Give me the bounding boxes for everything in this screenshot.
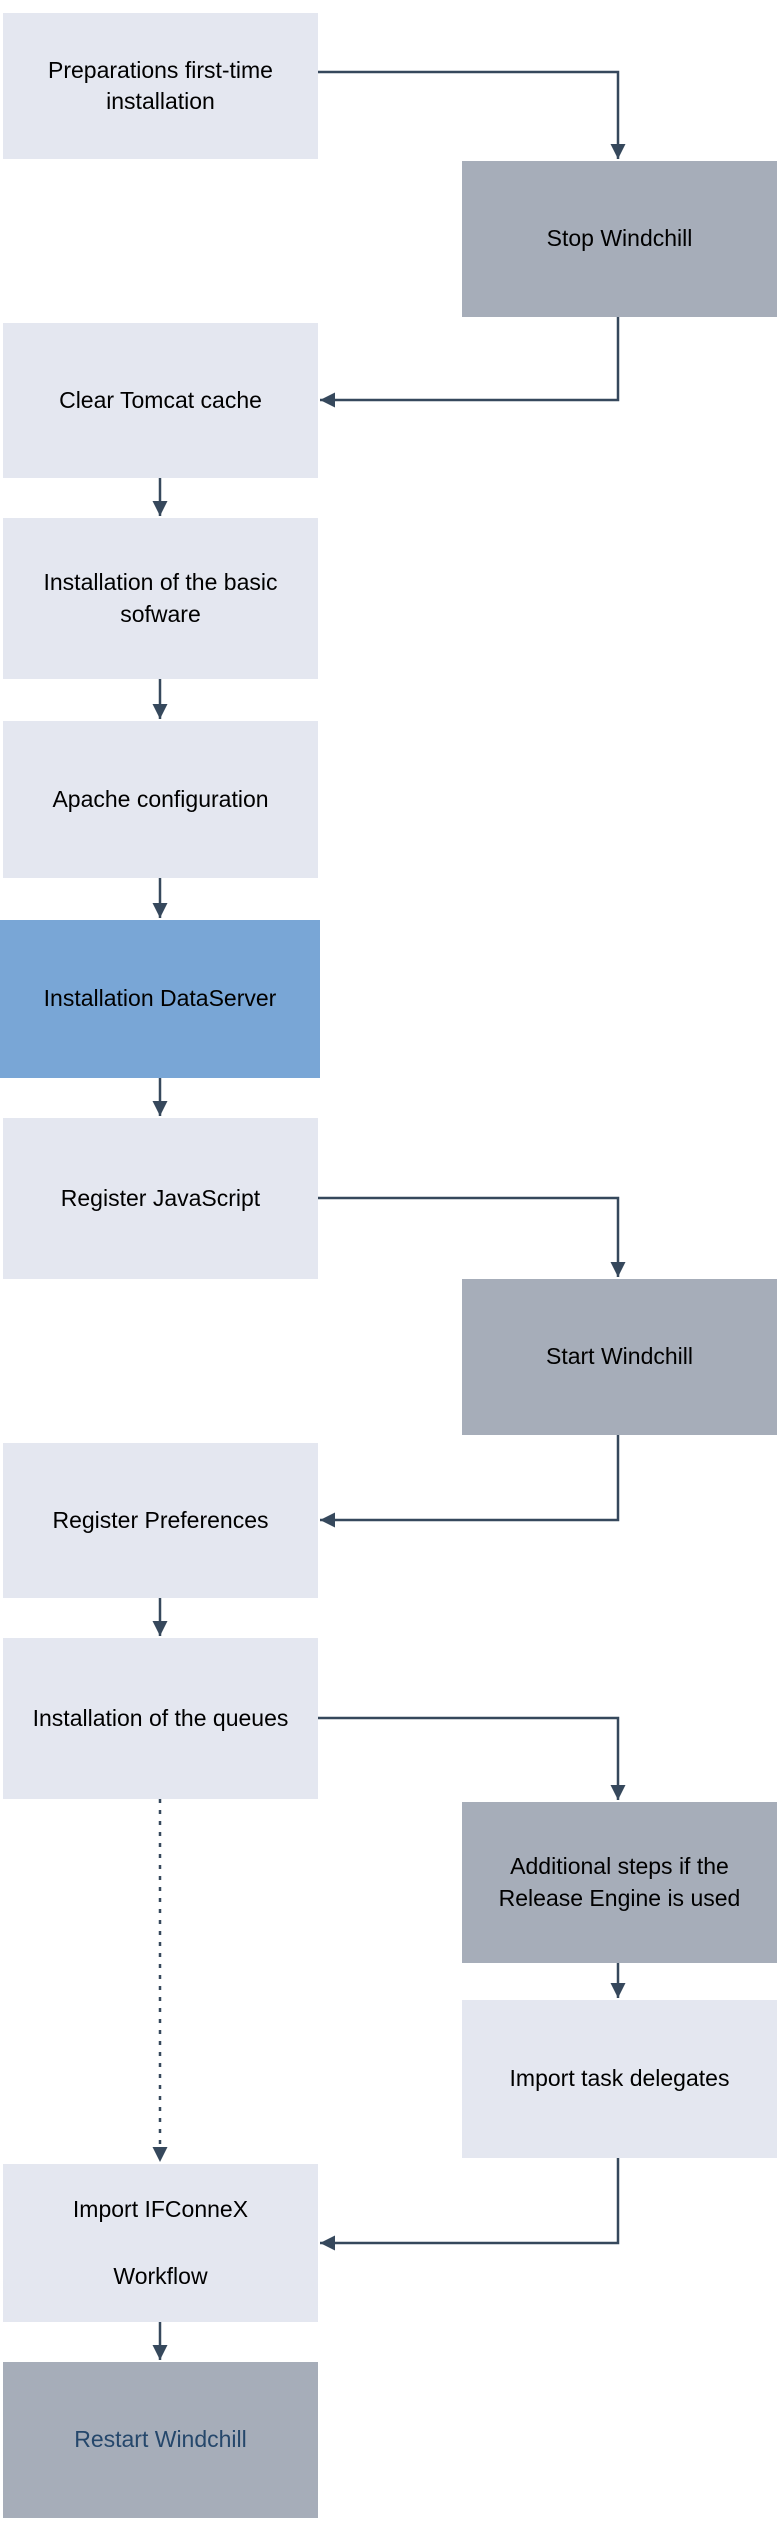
node-installation-queues: Installation of the queues (3, 1638, 318, 1799)
node-register-preferences: Register Preferences (3, 1443, 318, 1598)
node-label: Installation DataServer (43, 985, 277, 1012)
node-label-line-1: Import IFConneX (72, 2195, 249, 2222)
node-import-task-delegates: Import task delegates (462, 2000, 777, 2158)
node-label: Restart Windchill (74, 2426, 247, 2453)
node-label: Preparations first-time installation (48, 56, 273, 114)
node-clear-tomcat-cache: Clear Tomcat cache (3, 323, 318, 478)
node-install-basic-software: Installation of the basic sofware (3, 518, 318, 679)
node-label-line-2: Workflow (113, 2263, 208, 2289)
node-additional-steps-release-engine: Additional steps if the Release Engine i… (462, 1802, 777, 1963)
arrow-register-js-to-start-windchill (318, 1196, 626, 1277)
arrow-start-windchill-to-register-prefs (320, 1435, 620, 1528)
node-label: Apache configuration (52, 785, 269, 812)
node-label: Stop Windchill (546, 225, 693, 252)
node-register-javascript: Register JavaScript (3, 1118, 318, 1279)
node-label: Import IFConneX Workflow (73, 2194, 248, 2292)
node-start-windchill: Start Windchill (462, 1279, 777, 1435)
node-import-ifconnex-workflow: Import IFConneX Workflow (3, 2164, 318, 2322)
node-label: Installation of the basic sofware (43, 569, 278, 627)
node-label: Register Preferences (52, 1506, 269, 1533)
node-preparations: Preparations first-time installation (3, 13, 318, 159)
node-label: Additional steps if the Release Engine i… (498, 1853, 741, 1911)
arrow-queues-to-additional-steps (318, 1716, 626, 1800)
arrow-preparations-to-stop-windchill (318, 70, 626, 159)
arrow-stop-windchill-to-clear-tomcat (320, 317, 620, 408)
node-stop-windchill: Stop Windchill (462, 161, 777, 317)
node-label: Start Windchill (546, 1343, 693, 1370)
arrow-task-delegates-to-ifconnex (320, 2158, 620, 2251)
node-label: Import task delegates (509, 2065, 730, 2092)
node-label: Clear Tomcat cache (59, 386, 262, 413)
node-restart-windchill: Restart Windchill (3, 2362, 318, 2518)
node-label: Register JavaScript (60, 1184, 261, 1211)
node-installation-dataserver: Installation DataServer (0, 920, 320, 1078)
node-apache-configuration: Apache configuration (3, 721, 318, 878)
node-label: Installation of the queues (32, 1704, 289, 1731)
